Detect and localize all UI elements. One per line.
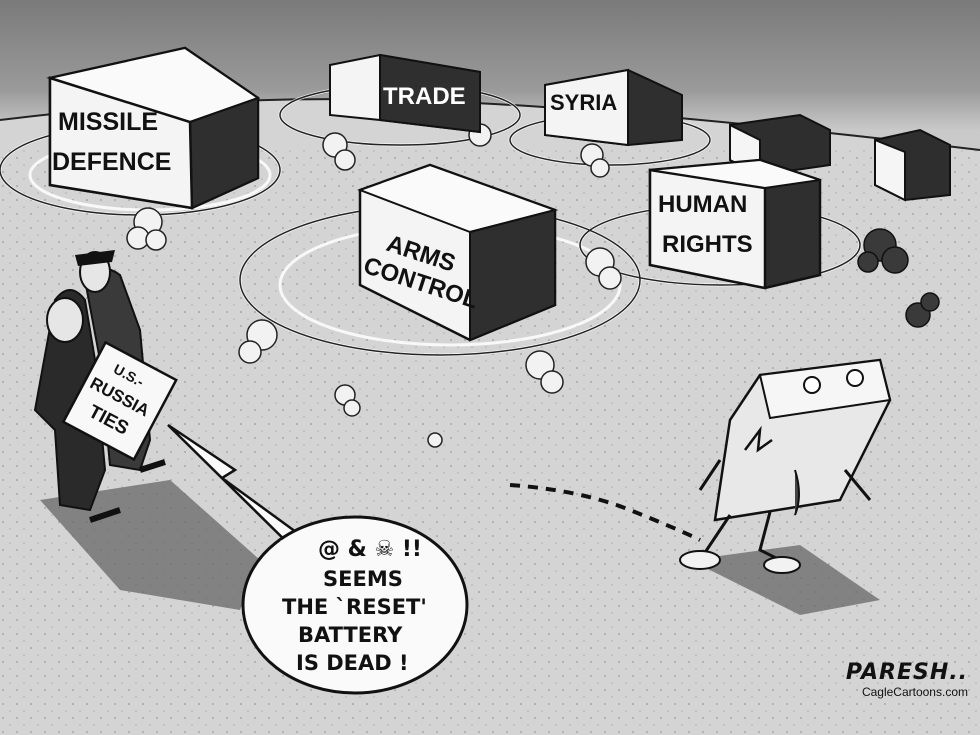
box-syria: SYRIA xyxy=(544,68,683,147)
box-trade-label: TRADE xyxy=(383,83,466,110)
artist-signature: PARESH.. xyxy=(845,660,968,685)
us-russia-ties-sign: U.S.- RUSSIA TIES xyxy=(61,340,178,462)
hat-icon xyxy=(75,250,115,266)
box-missile-defence-line1: MISSILE xyxy=(58,108,158,136)
balloon-line3: BATTERY xyxy=(298,623,403,647)
dark-smoke xyxy=(857,228,940,328)
box-syria-label: SYRIA xyxy=(550,90,617,115)
balloon-grawlix: @ & ☠ !! xyxy=(318,537,422,562)
box-trade: TRADE xyxy=(329,53,481,134)
man-head xyxy=(46,297,84,343)
smoke-puffs xyxy=(126,123,622,448)
dead-battery-character xyxy=(679,358,892,574)
balloon-line1: SEEMS xyxy=(323,567,403,591)
balloon-line2: THE `RESET' xyxy=(282,595,427,619)
credit-site: CagleCartoons.com xyxy=(861,685,968,699)
battery-terminal-icon xyxy=(846,369,864,387)
battery-terminal-icon xyxy=(803,376,821,394)
box-human-rights: HUMAN RIGHTS xyxy=(648,158,822,290)
balloon-line4: IS DEAD ! xyxy=(296,651,409,675)
shadows xyxy=(40,480,880,615)
artist-credit: PARESH.. CagleCartoons.com xyxy=(838,660,968,699)
box-missile-defence: MISSILE DEFENCE xyxy=(46,46,261,210)
speech-balloon: @ & ☠ !! SEEMS THE `RESET' BATTERY IS DE… xyxy=(167,423,469,695)
lightning-icon xyxy=(744,425,773,453)
box-human-rights-line2: RIGHTS xyxy=(662,231,753,258)
box-human-rights-line1: HUMAN xyxy=(658,191,747,218)
tongue xyxy=(794,469,800,516)
box-missile-defence-line2: DEFENCE xyxy=(52,148,171,176)
box-arms-control: ARMS CONTROL xyxy=(357,163,559,342)
